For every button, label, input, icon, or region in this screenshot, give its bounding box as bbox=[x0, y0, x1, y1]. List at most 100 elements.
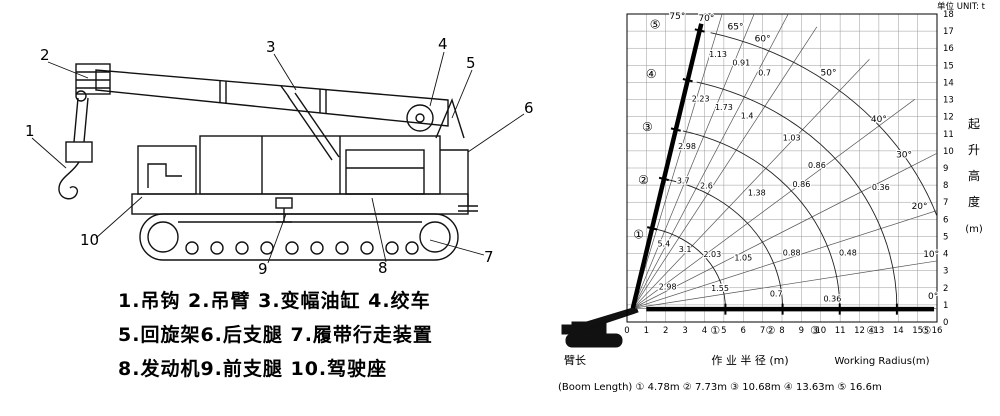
svg-text:20°: 20° bbox=[912, 202, 928, 212]
grid bbox=[626, 13, 938, 323]
svg-text:5.4: 5.4 bbox=[657, 240, 670, 249]
svg-text:12: 12 bbox=[854, 326, 865, 336]
svg-text:升: 升 bbox=[968, 143, 980, 157]
crane-line-drawing: 1 2 3 4 5 6 7 8 9 10 bbox=[25, 35, 534, 278]
svg-text:①: ① bbox=[633, 228, 644, 242]
svg-text:0°: 0° bbox=[928, 292, 938, 302]
svg-text:0.7: 0.7 bbox=[758, 69, 771, 78]
svg-text:1.4: 1.4 bbox=[741, 111, 754, 120]
svg-text:2.23: 2.23 bbox=[692, 94, 710, 103]
callout-8: 8 bbox=[378, 259, 388, 277]
rear-outrigger bbox=[440, 149, 478, 212]
svg-text:2: 2 bbox=[663, 326, 668, 336]
svg-text:3: 3 bbox=[943, 267, 948, 277]
svg-text:5: 5 bbox=[943, 232, 948, 242]
svg-text:1.73: 1.73 bbox=[715, 103, 733, 112]
svg-text:2.6: 2.6 bbox=[700, 182, 713, 191]
svg-text:16: 16 bbox=[932, 326, 943, 336]
boom-marks-bottom: ① ② ③ ④ ⑤ bbox=[710, 324, 931, 337]
callout-leaders bbox=[31, 51, 525, 264]
callout-3: 3 bbox=[266, 38, 276, 56]
working-radius-label-en: Working Radius(m) bbox=[834, 356, 929, 367]
svg-text:1: 1 bbox=[943, 301, 948, 311]
svg-text:75°: 75° bbox=[669, 12, 685, 22]
svg-text:1.13: 1.13 bbox=[709, 50, 727, 59]
svg-text:60°: 60° bbox=[755, 34, 771, 44]
boom-length-legend: (Boom Length) ① 4.78m ② 7.73m ③ 10.68m ④… bbox=[558, 382, 882, 393]
svg-text:50°: 50° bbox=[821, 69, 837, 79]
svg-text:18: 18 bbox=[943, 10, 954, 20]
svg-text:0.36: 0.36 bbox=[872, 183, 890, 192]
svg-text:②: ② bbox=[765, 324, 775, 337]
svg-text:7: 7 bbox=[760, 326, 765, 336]
crawler-tracks bbox=[139, 213, 459, 261]
svg-text:15: 15 bbox=[943, 61, 954, 71]
svg-text:8: 8 bbox=[779, 326, 784, 336]
svg-text:③: ③ bbox=[810, 324, 820, 337]
svg-text:10: 10 bbox=[943, 147, 954, 157]
boom-head bbox=[75, 63, 111, 95]
callout-9: 9 bbox=[258, 260, 268, 278]
boom-length-label-cn: 臂长 bbox=[564, 354, 586, 367]
callout-6: 6 bbox=[524, 99, 534, 117]
callout-2: 2 bbox=[40, 46, 50, 64]
capacity-labels: 1.13 0.91 0.7 2.23 1.73 1.4 1.03 0.86 2.98 3.7 2.6… bbox=[656, 49, 891, 305]
svg-text:0.36: 0.36 bbox=[823, 294, 841, 303]
svg-text:1.03: 1.03 bbox=[783, 134, 801, 143]
svg-text:2.98: 2.98 bbox=[659, 282, 677, 291]
callout-4: 4 bbox=[438, 35, 448, 53]
svg-text:3.1: 3.1 bbox=[679, 245, 692, 254]
svg-text:1.38: 1.38 bbox=[748, 188, 766, 197]
svg-text:15: 15 bbox=[912, 326, 923, 336]
svg-text:(m): (m) bbox=[965, 224, 983, 235]
svg-text:9: 9 bbox=[799, 326, 804, 336]
boom-position-lines bbox=[630, 23, 935, 315]
parts-legend: 1.吊钩 2.吊臂 3.变幅油缸 4.绞车 5.回旋架6.后支腿 7.履带行走装… bbox=[118, 284, 518, 386]
svg-text:⑤: ⑤ bbox=[921, 324, 931, 337]
svg-text:2.03: 2.03 bbox=[703, 250, 721, 259]
legend-line-2: 5.回旋架6.后支腿 7.履带行走装置 bbox=[118, 324, 433, 346]
engine-box bbox=[345, 149, 425, 195]
svg-text:④: ④ bbox=[866, 324, 876, 337]
svg-text:0: 0 bbox=[624, 326, 629, 336]
svg-text:11: 11 bbox=[943, 130, 954, 140]
svg-text:3.7: 3.7 bbox=[677, 176, 690, 185]
callout-1: 1 bbox=[25, 122, 35, 140]
callout-10: 10 bbox=[80, 231, 99, 249]
svg-text:17: 17 bbox=[943, 27, 954, 37]
svg-text:1.05: 1.05 bbox=[734, 253, 752, 262]
svg-text:13: 13 bbox=[943, 96, 954, 106]
driver-seat bbox=[137, 145, 197, 195]
boom-head-sheave bbox=[75, 90, 87, 102]
hook bbox=[58, 97, 93, 200]
plot-border bbox=[626, 13, 938, 323]
svg-text:65°: 65° bbox=[728, 22, 744, 32]
svg-text:14: 14 bbox=[893, 326, 904, 336]
svg-text:12: 12 bbox=[943, 113, 954, 123]
svg-text:13: 13 bbox=[873, 326, 884, 336]
winch bbox=[406, 104, 434, 132]
svg-text:1.55: 1.55 bbox=[711, 284, 729, 293]
svg-text:70°: 70° bbox=[698, 14, 714, 24]
svg-text:高: 高 bbox=[968, 168, 980, 183]
svg-text:0: 0 bbox=[943, 318, 948, 328]
svg-text:度: 度 bbox=[968, 194, 980, 209]
svg-text:0.91: 0.91 bbox=[732, 58, 750, 67]
svg-text:6: 6 bbox=[741, 326, 746, 336]
working-radius-label-cn: 作 业 半 径 (m) bbox=[711, 353, 788, 367]
svg-text:3: 3 bbox=[682, 326, 687, 336]
svg-text:30°: 30° bbox=[896, 151, 912, 161]
legend-line-3: 8.发动机9.前支腿 10.驾驶座 bbox=[118, 358, 388, 380]
svg-text:①: ① bbox=[710, 324, 720, 337]
svg-text:0.86: 0.86 bbox=[792, 180, 810, 189]
svg-text:起: 起 bbox=[968, 117, 980, 131]
svg-text:4: 4 bbox=[702, 326, 707, 336]
svg-text:8: 8 bbox=[943, 181, 948, 191]
svg-text:0.86: 0.86 bbox=[808, 161, 826, 170]
svg-text:10°: 10° bbox=[923, 250, 939, 260]
